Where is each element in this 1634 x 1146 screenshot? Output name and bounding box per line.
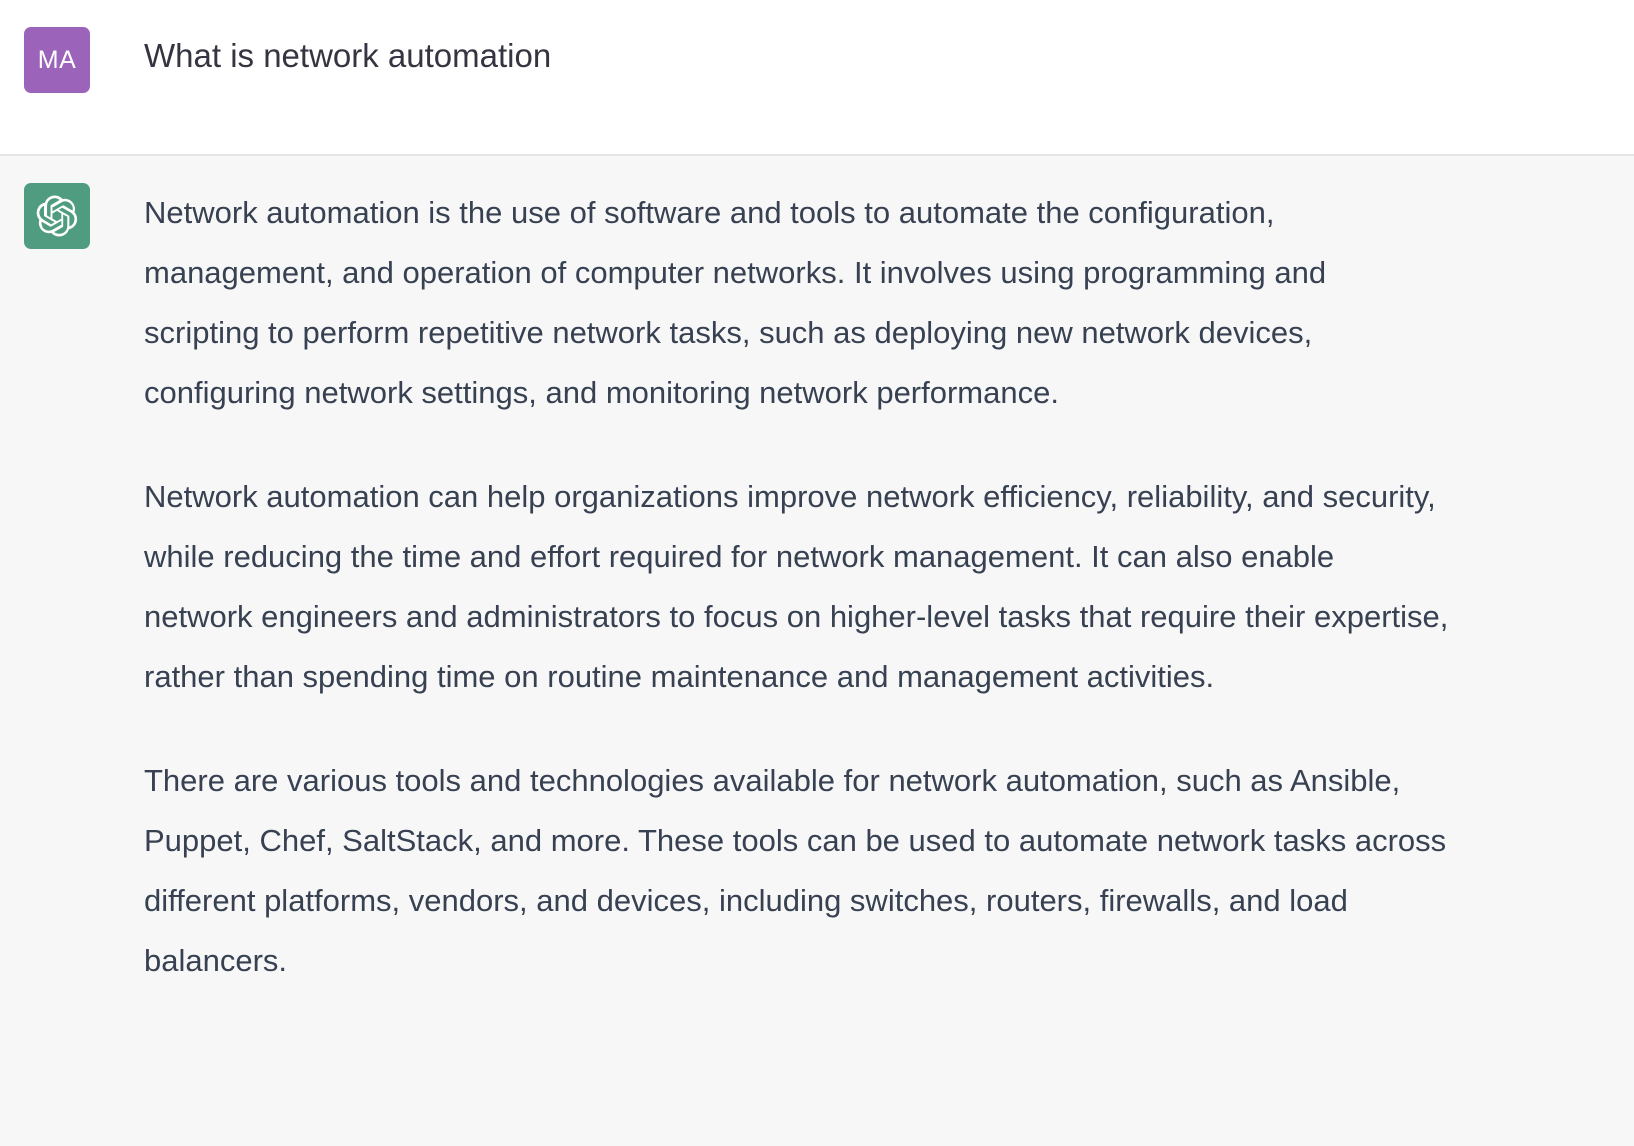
user-message-text-column: What is network automation <box>90 27 1540 78</box>
assistant-paragraph: There are various tools and technologies… <box>144 763 1447 978</box>
assistant-message-row: Network automation is the use of softwar… <box>0 156 1634 1146</box>
user-avatar-initials: MA <box>37 45 77 74</box>
openai-logo-icon <box>36 195 78 237</box>
user-message-text: What is network automation <box>144 37 552 74</box>
assistant-message-body: Network automation is the use of softwar… <box>144 183 1450 991</box>
assistant-message-text-column: Network automation is the use of softwar… <box>90 183 1540 991</box>
assistant-avatar <box>24 183 90 249</box>
user-message-row: MA What is network automation <box>0 0 1634 156</box>
user-avatar: MA <box>24 27 90 93</box>
user-avatar-column: MA <box>0 27 90 93</box>
assistant-paragraph: Network automation is the use of softwar… <box>144 195 1327 410</box>
assistant-avatar-column <box>0 183 90 249</box>
assistant-paragraph: Network automation can help organization… <box>144 479 1449 694</box>
